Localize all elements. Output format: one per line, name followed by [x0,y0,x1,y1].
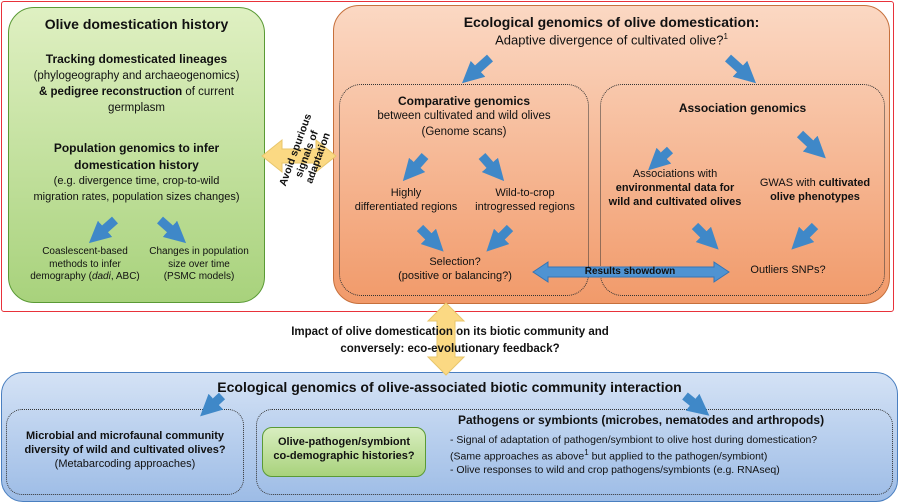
orange-subtitle: Adaptive divergence of cultivated olive?… [495,32,728,48]
microbial-panel [6,409,244,495]
arrow-blue-icon [200,392,226,417]
association-genomics-panel [600,84,885,296]
comparative-genomics-line3: (Genome scans) [421,126,507,138]
microbial-diversity-text: Microbial and microfaunal community dive… [24,430,226,470]
comparative-genomics-title: Comparative genomics [397,94,531,108]
comparative-genomics-line2: between cultivated and wild olives [377,110,551,122]
biotic-community-box [1,372,898,502]
gwas-text: GWAS with cultivated olive phenotypes [759,177,871,203]
arrow-blue-icon [682,392,710,416]
arrow-blue-icon [461,54,494,84]
environmental-associations-text: Associations with environmental data for… [608,168,742,208]
population-genomics-title2: domestication history [74,158,199,172]
pathogens-title: Pathogens or symbionts (microbes, nemato… [458,413,825,427]
co-demographic-text: Olive-pathogen/symbiont co-demographic h… [273,436,415,462]
arrow-blue-icon [791,222,819,250]
tracking-lineages-line2: (phylogeography and archaeogenomics) [33,70,240,82]
arrow-blue-icon [648,146,674,171]
association-genomics-title: Association genomics [678,101,807,115]
results-showdown-label: Results showdown [584,266,676,277]
arrow-blue-icon [88,216,118,244]
double-arrow-blue-icon [532,261,730,283]
selection-text: Selection?(positive or balancing?) [398,256,512,282]
co-demographic-box [262,427,426,477]
population-genomics-title1: Population genomics to infer [53,141,220,155]
arrow-blue-icon [157,216,187,244]
pathogens-bullets: - Signal of adaptation of pathogen/symbi… [450,434,818,476]
arrow-blue-icon [796,130,826,159]
arrow-blue-icon [416,224,444,252]
arrow-blue-icon [691,222,719,250]
green-title: Olive domestication history [44,16,229,32]
population-size-text: Changes in population size over time (PS… [149,246,249,282]
tracking-lineages-title: Tracking domesticated lineages [45,52,228,66]
comparative-genomics-panel [339,84,589,296]
impact-question-line1: Impact of olive domestication on its bio… [291,326,609,338]
arrow-blue-icon [478,153,505,182]
tracking-lineages-line4: germplasm [108,102,165,114]
arrow-blue-icon [486,224,514,252]
arrow-blue-icon [402,153,429,182]
double-arrow-yellow-icon [426,302,466,376]
tracking-lineages-line3: & pedigree reconstruction of current [39,86,234,98]
orange-title: Ecological genomics of olive domesticati… [463,14,760,30]
arrow-blue-icon [724,54,757,84]
outliers-snps-text: Outliers SNPs? [750,264,826,276]
double-arrow-yellow-icon [261,138,337,174]
ecological-genomics-box [333,5,890,304]
blue-title: Ecological genomics of olive-associated … [217,379,682,395]
population-genomics-line4: migration rates, population sizes change… [33,191,240,203]
impact-question-line2: conversely: eco-evolutionary feedback? [340,343,560,355]
coalescent-methods-text: Coaslescent-based methods to infer demog… [30,246,140,282]
pathogens-panel [256,409,893,495]
population-genomics-line3: (e.g. divergence time, crop-to-wild [53,175,220,187]
domestication-history-box [8,7,265,303]
